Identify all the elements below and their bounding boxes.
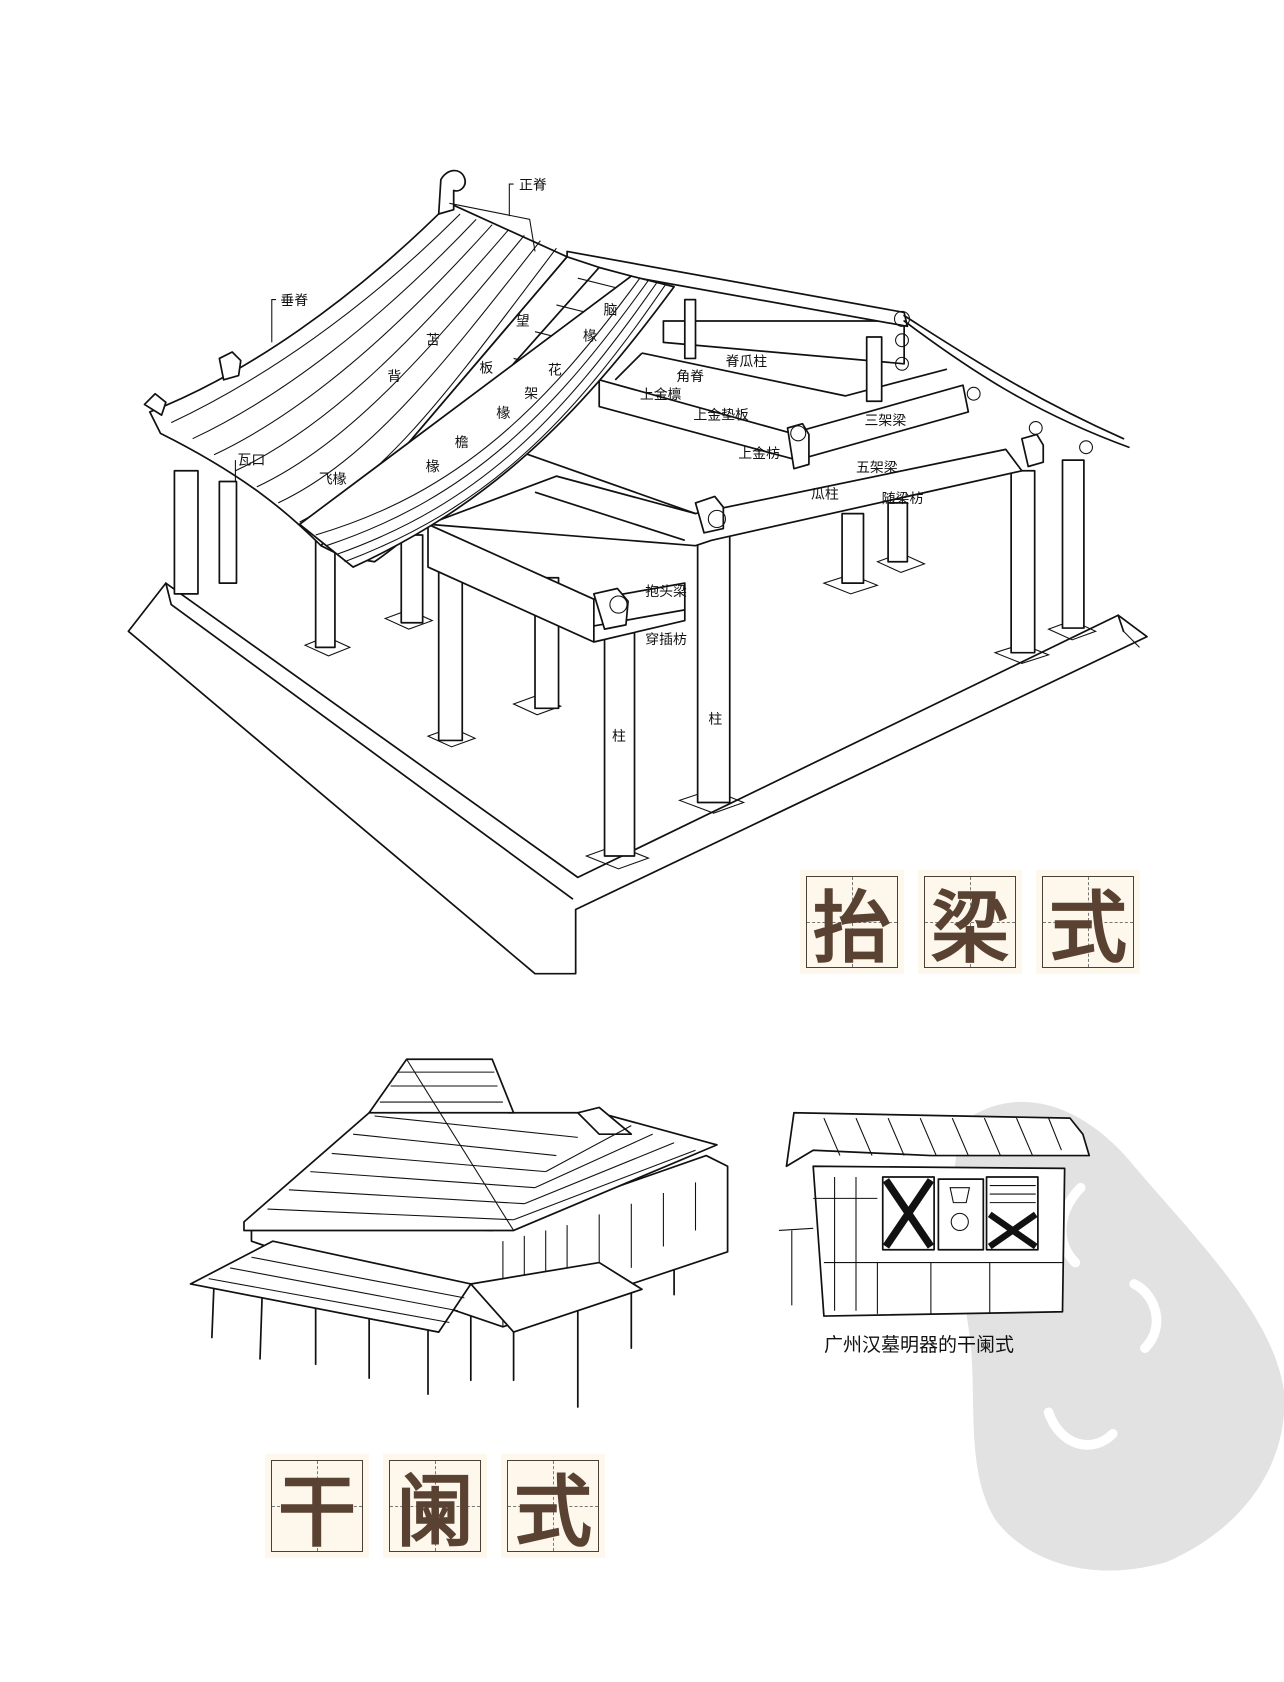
label-shangjinlin: 上金檩 [640,386,682,403]
label-suiliangfang: 随梁枋 [882,491,924,507]
label-chuan-1: 椽 [583,328,597,344]
label-shan: 苫 [426,332,440,349]
title-char-tile: 式 [501,1454,605,1558]
label-chuan-2: 椽 [496,405,510,421]
title-char-tile: 干 [265,1454,369,1558]
label-bei: 背 [387,369,401,385]
label-jiaoji: 角脊 [676,369,704,385]
label-ban: 板 [479,360,493,376]
pottery-house-drawing [778,1111,1091,1317]
label-baotouliang: 抱头梁 [645,584,687,600]
label-chuan-3: 椽 [426,459,440,475]
label-wujialiang: 五架梁 [856,460,898,476]
label-zhengji: 正脊 [519,177,547,193]
label-wakou: 瓦口 [238,452,266,468]
tailiang-structure-drawing [127,169,1148,975]
title-char-tile: 式 [1036,870,1140,974]
label-shangjindianban: 上金垫板 [693,407,749,423]
ganlan-house-drawing [189,1058,729,1408]
title-ganlan: 干 阑 式 [265,1454,605,1558]
label-shangjinfang: 上金枋 [738,446,780,462]
label-feichuan: 飞椽 [319,472,347,488]
structure-labels: 正脊 垂脊 瓦口 飞椽 背 苫 望 板 脑 椽 花 架 椽 檐 椽 角脊 脊瓜柱… [238,177,924,744]
label-chuanchafang: 穿插枋 [645,632,687,648]
label-hua: 花 [548,362,562,378]
title-char-tile: 阑 [383,1454,487,1558]
label-yan: 檐 [455,435,469,451]
label-zhu-2: 柱 [708,711,722,727]
label-wang: 望 [516,313,530,329]
pottery-caption: 广州汉墓明器的干阑式 [824,1334,1015,1356]
label-nao: 脑 [603,303,617,319]
label-chuiji: 垂脊 [280,293,308,309]
label-jia: 架 [524,386,538,402]
label-jiguazhu: 脊瓜柱 [725,354,767,370]
label-sanjialiang: 三架梁 [865,413,907,429]
label-zhu-1: 柱 [612,728,626,744]
title-tailiang: 抬 梁 式 [800,870,1140,974]
title-char-tile: 梁 [918,870,1022,974]
title-char-tile: 抬 [800,870,904,974]
label-guazhu: 瓜柱 [811,487,839,503]
